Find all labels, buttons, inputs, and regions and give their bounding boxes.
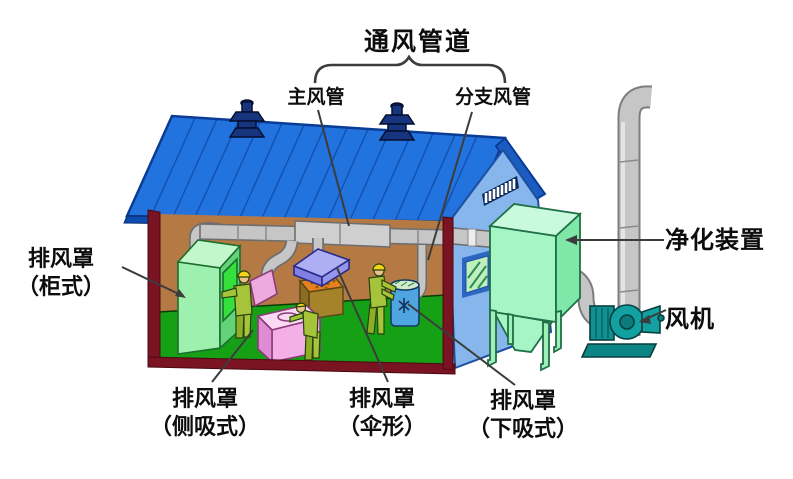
label-hood-cabinet-line2: （柜式） (16, 274, 105, 300)
callout-lines (121, 54, 667, 386)
canopy-hood (292, 248, 351, 288)
roof-vent-icon (378, 102, 416, 141)
arrowhead-cabinet-hood (175, 289, 186, 298)
purifier-unit (487, 203, 582, 372)
arrowhead-fan (639, 315, 651, 324)
label-fan: 风机 (665, 305, 715, 333)
leader-line-downdraft-hood (407, 303, 516, 386)
label-purifier: 净化装置 (665, 226, 765, 254)
gable-vent-grille (482, 176, 519, 206)
leader-line-branch-duct (427, 111, 473, 261)
label-hood-side-draft-line1: 排风罩 (171, 387, 238, 412)
leader-line-cabinet-hood (121, 266, 184, 297)
label-hood-canopy-line2: （伞形） (337, 414, 426, 440)
cutaway-frame (147, 209, 456, 375)
label-main-duct: 主风管 (287, 86, 345, 108)
arrowhead-purifier (565, 235, 577, 245)
label-hood-side-draft: 排风罩 （侧吸式） (134, 386, 276, 441)
building-roof (123, 114, 547, 230)
roof-vent-icon (228, 99, 266, 138)
leader-line-canopy-hood (336, 267, 389, 383)
label-hood-downdraft-line1: 排风罩 (489, 389, 556, 414)
fan-unit (580, 304, 665, 358)
brace (313, 54, 507, 84)
worker-figure (221, 270, 253, 339)
purifier-legs (487, 308, 562, 372)
label-hood-side-draft-line2: （侧吸式） (149, 414, 260, 440)
gable-window (462, 250, 492, 298)
label-hood-canopy: 排风罩 （伞形） (322, 386, 442, 441)
label-hood-downdraft-line2: （下吸式） (467, 416, 578, 442)
arrowheads (175, 235, 651, 324)
label-hood-cabinet-line1: 排风罩 (27, 247, 94, 272)
worker-figure (289, 302, 321, 361)
leader-line-side-hood (211, 329, 254, 383)
label-hood-downdraft: 排风罩 （下吸式） (450, 388, 596, 443)
exhaust-stack (617, 85, 653, 336)
label-hood-cabinet: 排风罩 （柜式） (2, 246, 120, 301)
worker-figure (366, 263, 397, 335)
label-branch-duct: 分支风管 (454, 86, 531, 108)
label-hood-canopy-line1: 排风罩 (348, 387, 415, 412)
leader-line-main-duct (317, 109, 350, 227)
diagram-title: 通风管道 (363, 27, 472, 56)
cabinet-hood (176, 239, 242, 355)
